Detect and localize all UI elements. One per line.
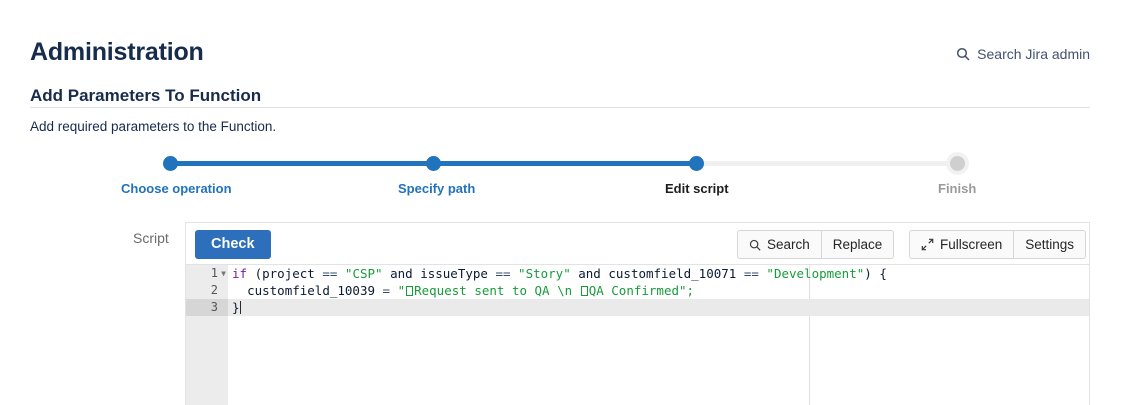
stepper-label-edit-script: Edit script — [665, 181, 729, 196]
section-description: Add required parameters to the Function. — [30, 119, 277, 134]
search-icon — [749, 239, 761, 251]
token-string: "Development" — [766, 266, 865, 281]
token-string: "Story" — [518, 266, 571, 281]
wizard-stepper: Choose operation Specify path Edit scrip… — [0, 150, 1121, 202]
token-paren: ( — [247, 266, 263, 281]
stepper-label-choose-operation[interactable]: Choose operation — [121, 181, 232, 196]
search-replace-button-group: Search Replace — [737, 230, 895, 259]
script-field-label: Script — [133, 230, 169, 246]
code-editor[interactable]: 1 ▼ if (project == "CSP" and issueType =… — [186, 265, 1089, 405]
print-margin-ruler — [809, 265, 810, 405]
token-string: Request sent to QA \n — [414, 283, 580, 298]
code-line-content: if (project == "CSP" and issueType == "S… — [232, 265, 887, 282]
stepper-dot-edit-script[interactable] — [689, 156, 704, 171]
token-and: and — [570, 266, 609, 281]
search-jira-admin-label: Search Jira admin — [977, 46, 1090, 62]
stepper-dot-finish — [950, 156, 965, 171]
token-string: "CSP" — [344, 266, 383, 281]
editor-search-label: Search — [767, 237, 810, 252]
token-operator: == — [314, 266, 345, 281]
editor-replace-button[interactable]: Replace — [821, 230, 895, 259]
section-title: Add Parameters To Function — [30, 86, 262, 105]
line-number: 2 — [210, 283, 218, 297]
token-string: "; — [679, 283, 695, 298]
fullscreen-icon — [921, 238, 934, 251]
token-and: and — [382, 266, 421, 281]
code-line-content: customfield_10039 = " Request sent to QA … — [232, 282, 694, 299]
code-fold-toggle-icon[interactable]: ▼ — [221, 269, 226, 278]
line-number: 3 — [210, 300, 218, 314]
token-string: " — [397, 283, 406, 298]
stepper-dot-choose-operation[interactable] — [163, 156, 178, 171]
stepper-label-finish: Finish — [938, 181, 977, 196]
missing-glyph-box-icon — [580, 286, 588, 296]
token-identifier: issueType — [420, 266, 488, 281]
missing-glyph-box-icon — [406, 286, 414, 296]
check-button[interactable]: Check — [195, 230, 271, 259]
token-identifier: project — [262, 266, 315, 281]
script-editor-panel: Check Search Replace — [185, 222, 1090, 405]
stepper-dot-specify-path[interactable] — [426, 156, 441, 171]
text-cursor — [239, 301, 241, 314]
editor-settings-label: Settings — [1025, 237, 1075, 252]
search-icon — [956, 47, 970, 61]
view-button-group: Fullscreen Settings — [909, 230, 1087, 259]
token-keyword: if — [232, 266, 248, 281]
active-line-gutter-highlight — [186, 299, 228, 316]
token-identifier: customfield_10071 — [608, 266, 737, 281]
editor-search-button[interactable]: Search — [737, 230, 822, 259]
code-line[interactable]: 2 customfield_10039 = " Request sent to Q… — [186, 282, 1089, 299]
section-divider — [30, 107, 1090, 108]
token-operator: == — [487, 266, 519, 281]
editor-toolbar: Check Search Replace — [186, 223, 1089, 265]
token-operator: = — [375, 283, 398, 298]
stepper-label-specify-path[interactable]: Specify path — [398, 181, 476, 196]
code-line[interactable]: 3 } — [186, 299, 1089, 316]
code-line[interactable]: 1 ▼ if (project == "CSP" and issueType =… — [186, 265, 1089, 282]
token-operator: == — [736, 266, 767, 281]
code-line-content: } — [232, 299, 241, 316]
token-brace: ) { — [864, 266, 887, 281]
editor-fullscreen-label: Fullscreen — [940, 237, 1003, 252]
page-title: Administration — [30, 38, 204, 66]
line-number: 1 — [210, 266, 218, 280]
search-jira-admin-button[interactable]: Search Jira admin — [956, 46, 1090, 62]
line-number-gutter — [186, 265, 228, 405]
token-indent — [232, 283, 247, 298]
editor-fullscreen-button[interactable]: Fullscreen — [909, 230, 1015, 259]
editor-replace-label: Replace — [832, 237, 883, 252]
editor-settings-button[interactable]: Settings — [1014, 230, 1087, 259]
token-brace: } — [232, 300, 240, 315]
token-identifier: customfield_10039 — [247, 283, 375, 298]
token-string: QA Confirmed — [588, 283, 679, 298]
